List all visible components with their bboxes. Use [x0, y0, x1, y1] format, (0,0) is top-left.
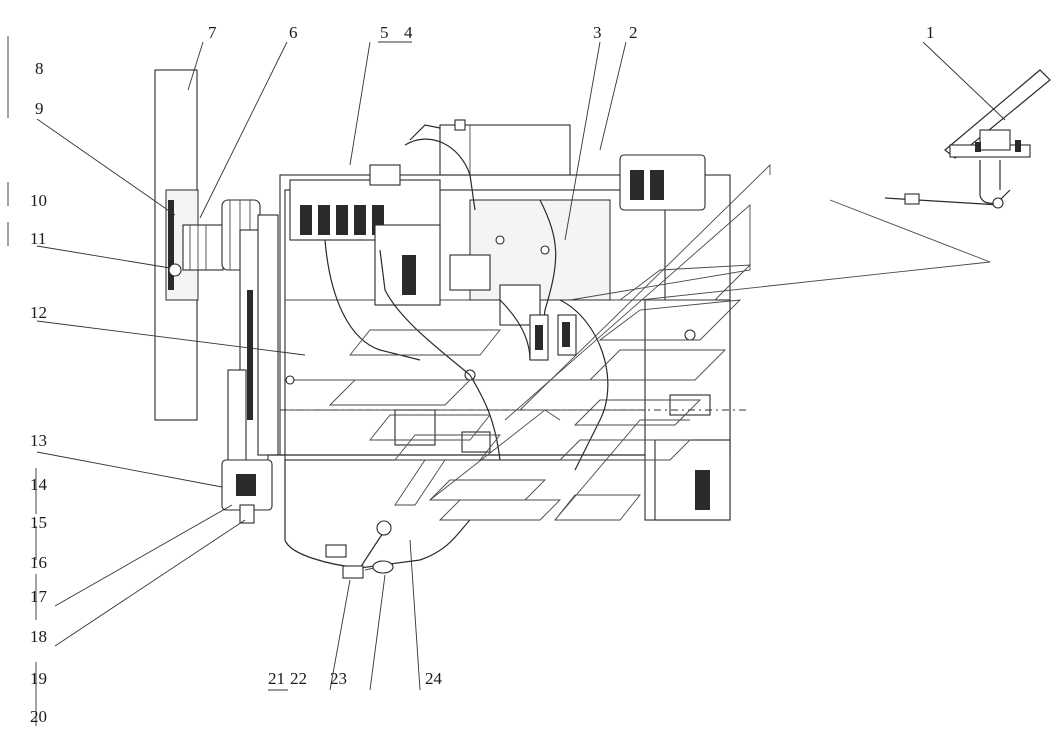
callout-12: 12	[30, 303, 47, 322]
callout-11: 11	[30, 229, 46, 248]
callout-13: 13	[30, 431, 47, 450]
callout-20: 20	[30, 707, 47, 726]
callout-9: 9	[35, 99, 44, 118]
callout-8: 8	[35, 59, 44, 78]
callout-24: 24	[425, 669, 443, 688]
callout-16: 16	[30, 553, 47, 572]
callout-3: 3	[593, 23, 602, 42]
tensioner-pulley	[221, 459, 273, 524]
callout-4: 4	[404, 23, 413, 42]
callout-6: 6	[289, 23, 298, 42]
harness-routing-outlines	[328, 163, 991, 521]
fuel-injection-pump	[289, 124, 476, 306]
callout-14: 14	[30, 475, 48, 494]
fan-assembly	[154, 69, 224, 421]
leader-lines	[7, 36, 1006, 726]
callout-10: 10	[30, 191, 47, 210]
callout-18: 18	[30, 627, 47, 646]
callout-21: 21	[268, 669, 285, 688]
callout-1: 1	[926, 23, 935, 42]
wiring-harness	[284, 199, 609, 579]
callout-5: 5	[380, 23, 389, 42]
callout-7: 7	[208, 23, 217, 42]
callout-22: 22	[290, 669, 307, 688]
callout-15: 15	[30, 513, 47, 532]
callout-17: 17	[30, 587, 48, 606]
pulley-assembly	[221, 199, 279, 491]
callout-19: 19	[30, 669, 47, 688]
callout-2: 2	[629, 23, 638, 42]
callout-labels: 1 2 3 4 5 6 7 8 9 10 11 12 13 14 15 16 1…	[30, 23, 935, 726]
throttle-bracket	[884, 69, 1051, 209]
callout-23: 23	[330, 669, 347, 688]
